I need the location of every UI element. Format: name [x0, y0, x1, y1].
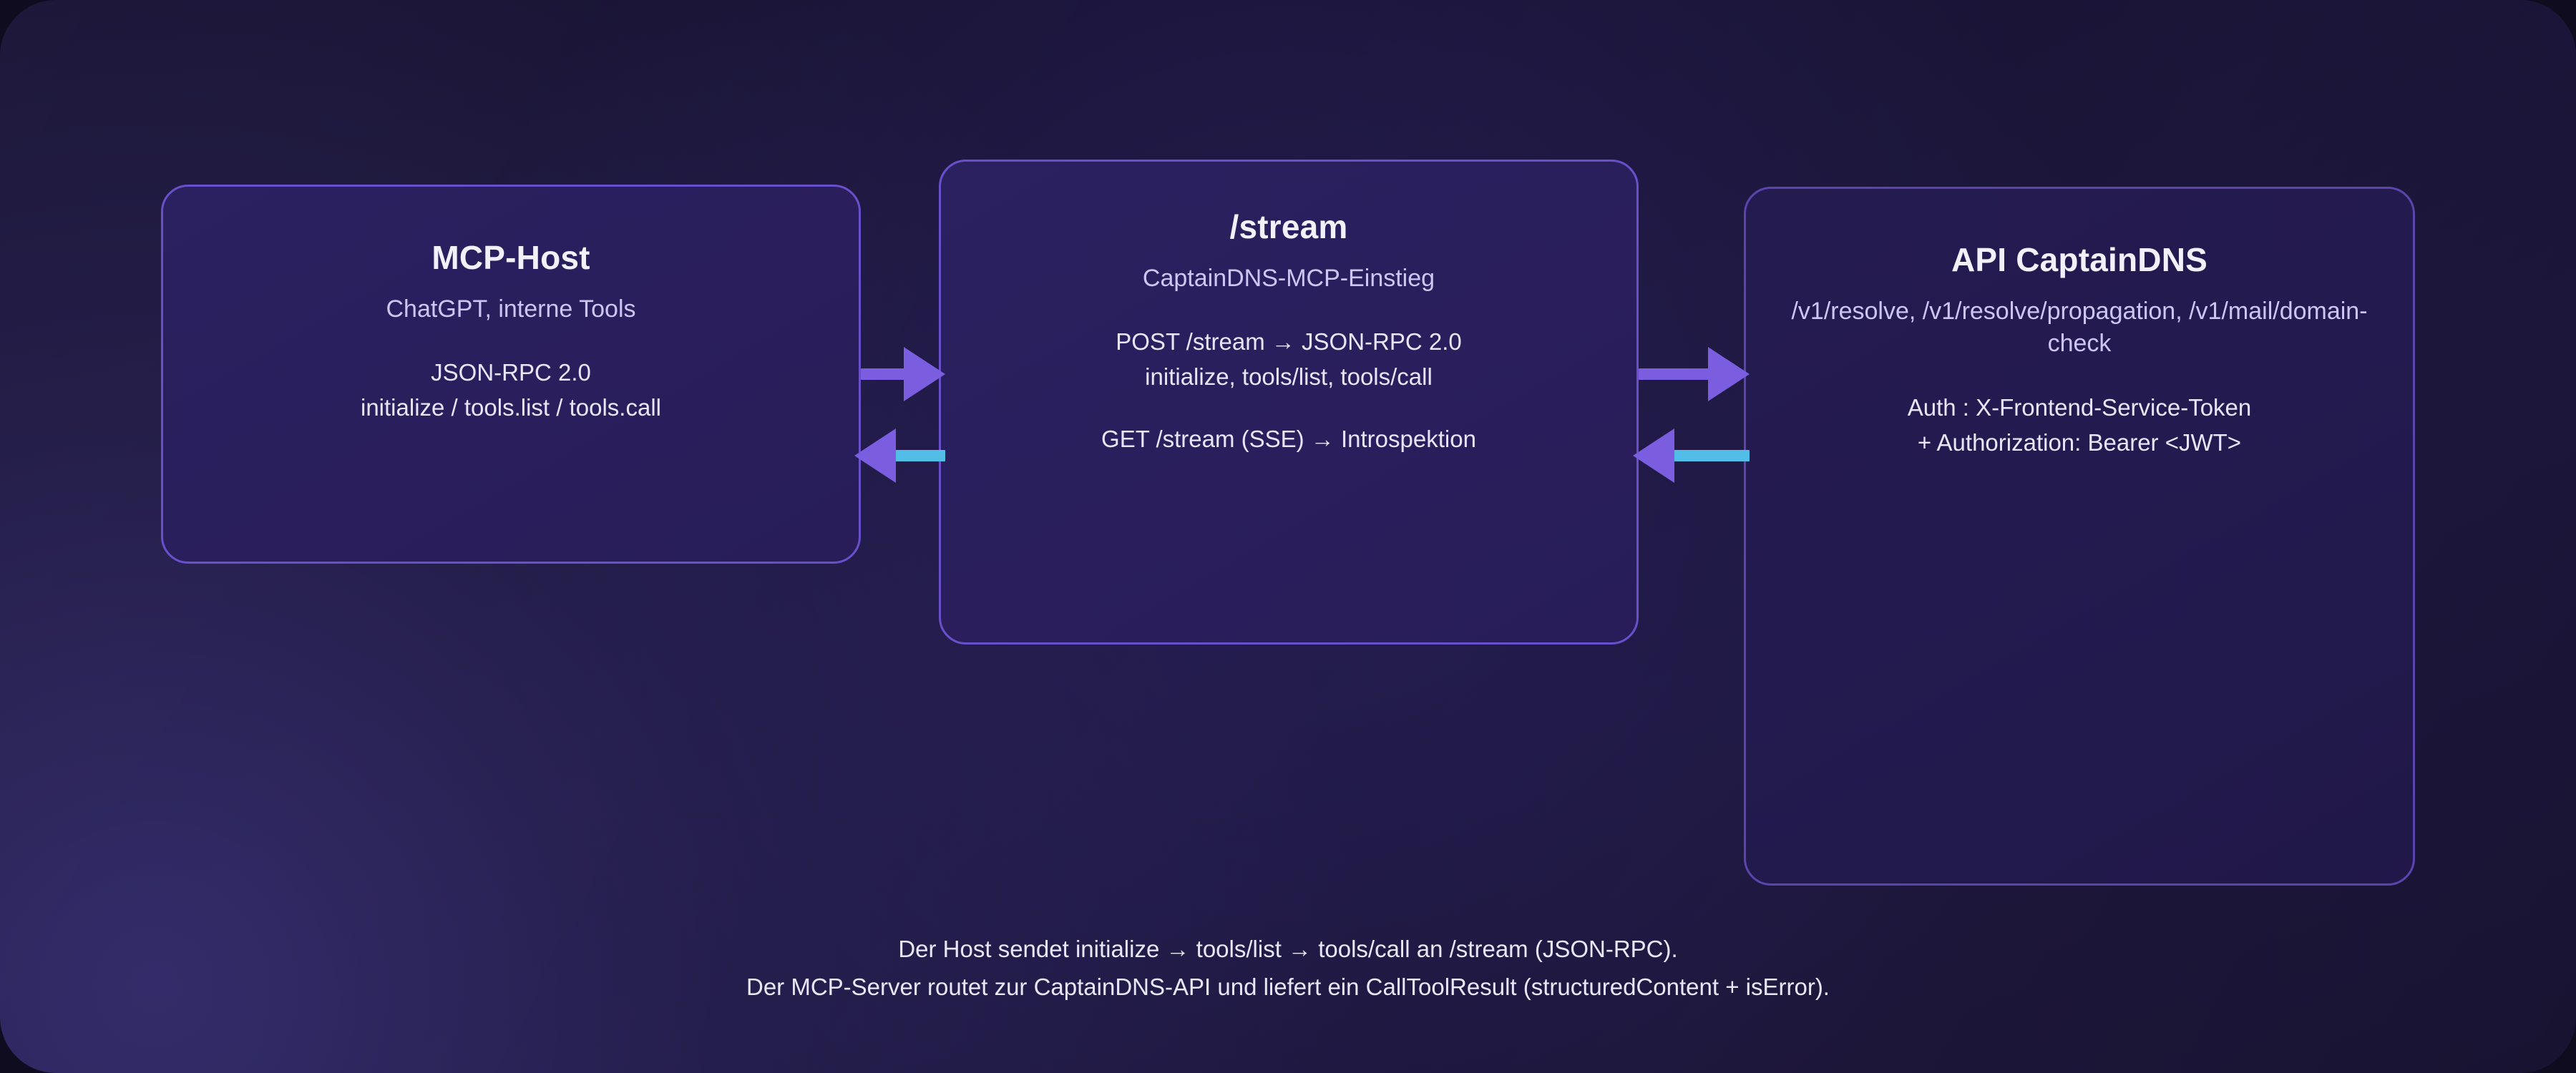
- node-mcp-host-detail-line: JSON-RPC 2.0: [431, 359, 591, 386]
- diagram-caption: Der Host sendet initialize → tools/list …: [0, 930, 2576, 1006]
- arrow-shaft: [890, 450, 945, 461]
- node-api-captaindns-title: API CaptainDNS: [1951, 241, 2208, 278]
- node-stream-title: /stream: [1229, 208, 1348, 245]
- node-mcp-host-title: MCP-Host: [431, 239, 590, 276]
- arrowhead-icon: [854, 428, 896, 483]
- node-mcp-host-subtitle: ChatGPT, interne Tools: [386, 295, 636, 323]
- node-api-captaindns-endpoints: /v1/resolve, /v1/resolve/propagation, /v…: [1791, 297, 2368, 358]
- node-stream-subtitle: CaptainDNS-MCP-Einstieg: [1142, 264, 1435, 292]
- arrow-shaft: [1639, 368, 1714, 380]
- node-api-captaindns[interactable]: API CaptainDNS /v1/resolve, /v1/resolve/…: [1744, 187, 2415, 886]
- arrowhead-icon: [1633, 428, 1674, 483]
- node-stream[interactable]: /stream CaptainDNS-MCP-Einstieg POST /st…: [939, 160, 1639, 645]
- arrowhead-icon: [1708, 347, 1750, 401]
- node-api-captaindns-auth-line: + Authorization: Bearer <JWT>: [1917, 429, 2242, 456]
- diagram-caption-line-1: Der Host sendet initialize → tools/list …: [898, 936, 1678, 962]
- node-api-captaindns-auth: Auth : X-Frontend-Service-Token + Author…: [1883, 391, 2276, 461]
- node-mcp-host[interactable]: MCP-Host ChatGPT, interne Tools JSON-RPC…: [161, 185, 861, 564]
- node-stream-detail-line: POST /stream → JSON-RPC 2.0: [1116, 328, 1462, 356]
- node-stream-details-get: GET /stream (SSE) → Introspektion: [1077, 422, 1501, 457]
- arrow-shaft: [861, 368, 909, 380]
- node-api-captaindns-auth-line: Auth : X-Frontend-Service-Token: [1907, 394, 2252, 421]
- arrowhead-icon: [904, 347, 945, 401]
- node-mcp-host-details: JSON-RPC 2.0 initialize / tools.list / t…: [336, 356, 686, 426]
- node-mcp-host-detail-line: initialize / tools.list / tools.call: [361, 394, 661, 421]
- node-stream-detail-line: GET /stream (SSE) → Introspektion: [1101, 426, 1476, 453]
- diagram-caption-line-2: Der MCP-Server routet zur CaptainDNS-API…: [746, 974, 1830, 1001]
- node-stream-detail-line: initialize, tools/list, tools/call: [1145, 363, 1433, 391]
- node-stream-details-post: POST /stream → JSON-RPC 2.0 initialize, …: [1091, 325, 1486, 395]
- arrow-shaft: [1669, 450, 1750, 461]
